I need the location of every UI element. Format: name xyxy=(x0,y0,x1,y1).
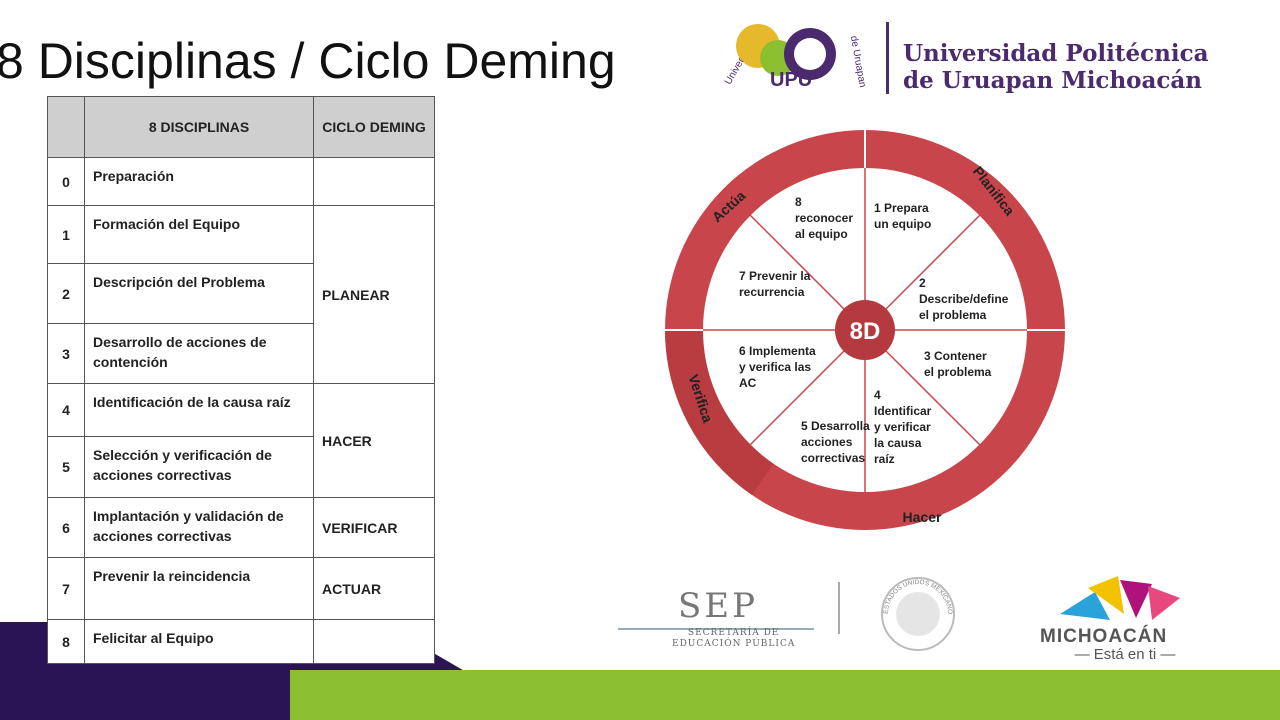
segment-5: 5 Desarrolla acciones correctivas xyxy=(801,419,873,465)
row-number: 5 xyxy=(47,436,85,498)
segment-2: 2 Describe/define el problema xyxy=(919,276,1012,322)
row-cycle xyxy=(313,619,435,664)
university-divider xyxy=(886,22,889,94)
row-number: 1 xyxy=(47,205,85,264)
row-cycle: ACTUAR xyxy=(313,557,435,620)
university-logo: UPU Univer de Uruapan xyxy=(723,24,868,91)
row-number: 2 xyxy=(47,263,85,324)
sep-line xyxy=(618,628,814,630)
table-header-disciplines: 8 DISCIPLINAS xyxy=(84,96,314,158)
slide-title: 8 Disciplinas / Ciclo Deming xyxy=(0,33,616,89)
row-discipline: Prevenir la reincidencia xyxy=(84,557,314,620)
row-number: 3 xyxy=(47,323,85,384)
disciplines-table: 8 DISCIPLINAS CICLO DEMING 0 Preparación… xyxy=(47,96,435,664)
segment-6: 6 Implementa y verifica las AC xyxy=(739,344,819,390)
8d-wheel: 8D Planifica Actúa Verifica Hacer 1 Prep… xyxy=(665,130,1065,530)
table-row: 4 Identificación de la causa raíz HACER xyxy=(47,383,435,498)
row-discipline: Felicitar al Equipo xyxy=(84,619,314,664)
row-discipline: Desarrollo de acciones de contención xyxy=(84,323,314,384)
row-discipline: Implantación y validación de acciones co… xyxy=(84,497,314,558)
table-row: 6 Implantación y validación de acciones … xyxy=(47,497,435,558)
row-discipline: Preparación xyxy=(84,157,314,206)
table-row: 0 Preparación xyxy=(47,157,435,206)
phase-hacer: Hacer xyxy=(903,509,942,525)
michoacan-logo: MICHOACÁN — Está en ti — xyxy=(1040,574,1212,664)
table-header-row: 8 DISCIPLINAS CICLO DEMING xyxy=(47,96,435,158)
mexican-seal: ESTADOS UNIDOS MEXICANOS xyxy=(866,572,955,651)
michoacan-emblem xyxy=(1060,576,1180,620)
row-cycle: PLANEAR xyxy=(313,205,435,384)
university-logo-letters: UPU xyxy=(770,69,812,91)
university-logo-arc-right: de Uruapan xyxy=(848,35,868,88)
wheel-center-label: 8D xyxy=(850,318,881,345)
segment-8: 8 reconocer al equipo xyxy=(795,195,856,241)
logo-divider xyxy=(838,582,840,634)
row-discipline: Selección y verificación de acciones cor… xyxy=(84,436,314,498)
segment-4: 4 Identificar y verificar la causa raíz xyxy=(874,388,935,466)
university-name-line2: de Uruapan Michoacán xyxy=(903,67,1203,94)
segment-1: 1 Prepara un equipo xyxy=(874,201,932,231)
row-discipline: Descripción del Problema xyxy=(84,263,314,324)
university-name: Universidad Politécnica de Uruapan Micho… xyxy=(903,40,1209,94)
row-number: 7 xyxy=(47,557,85,620)
row-number: 8 xyxy=(47,619,85,664)
university-name-line1: Universidad Politécnica xyxy=(903,40,1209,67)
row-discipline: Identificación de la causa raíz xyxy=(84,383,314,437)
row-number: 0 xyxy=(47,157,85,206)
table-header-cycle: CICLO DEMING xyxy=(313,96,435,158)
row-cycle: HACER xyxy=(313,383,435,498)
segment-7: 7 Prevenir la recurrencia xyxy=(739,269,814,299)
table-row: 1 Formación del Equipo PLANEAR xyxy=(47,205,435,384)
footer-green-band xyxy=(290,670,1280,720)
sep-subtitle: SECRETARÍA DE EDUCACIÓN PÚBLICA xyxy=(672,628,795,650)
michoacan-tagline: — Está en ti — xyxy=(1074,646,1176,663)
sep-subtitle-line1: SECRETARÍA DE xyxy=(687,628,780,638)
row-number: 6 xyxy=(47,497,85,558)
row-number: 4 xyxy=(47,383,85,437)
row-cycle: VERIFICAR xyxy=(313,497,435,558)
table-row: 7 Prevenir la reincidencia ACTUAR xyxy=(47,557,435,620)
wheel-center xyxy=(835,300,895,360)
university-logo-arc-left: Univer xyxy=(723,56,747,87)
table-header-num xyxy=(47,96,85,158)
row-discipline: Formación del Equipo xyxy=(84,205,314,264)
sep-logo: SEP SECRETARÍA DE EDUCACIÓN PÚBLICA xyxy=(618,586,818,656)
sep-name: SEP xyxy=(678,586,758,626)
sep-subtitle-line2: EDUCACIÓN PÚBLICA xyxy=(672,639,796,649)
row-cycle xyxy=(313,157,435,206)
michoacan-name: MICHOACÁN xyxy=(1040,626,1168,647)
table-row: 8 Felicitar al Equipo xyxy=(47,619,435,664)
table-row: 3 Desarrollo de acciones de contención xyxy=(47,323,435,384)
table-row: 5 Selección y verificación de acciones c… xyxy=(47,436,435,498)
segment-3: 3 Contener el problema xyxy=(924,349,992,379)
